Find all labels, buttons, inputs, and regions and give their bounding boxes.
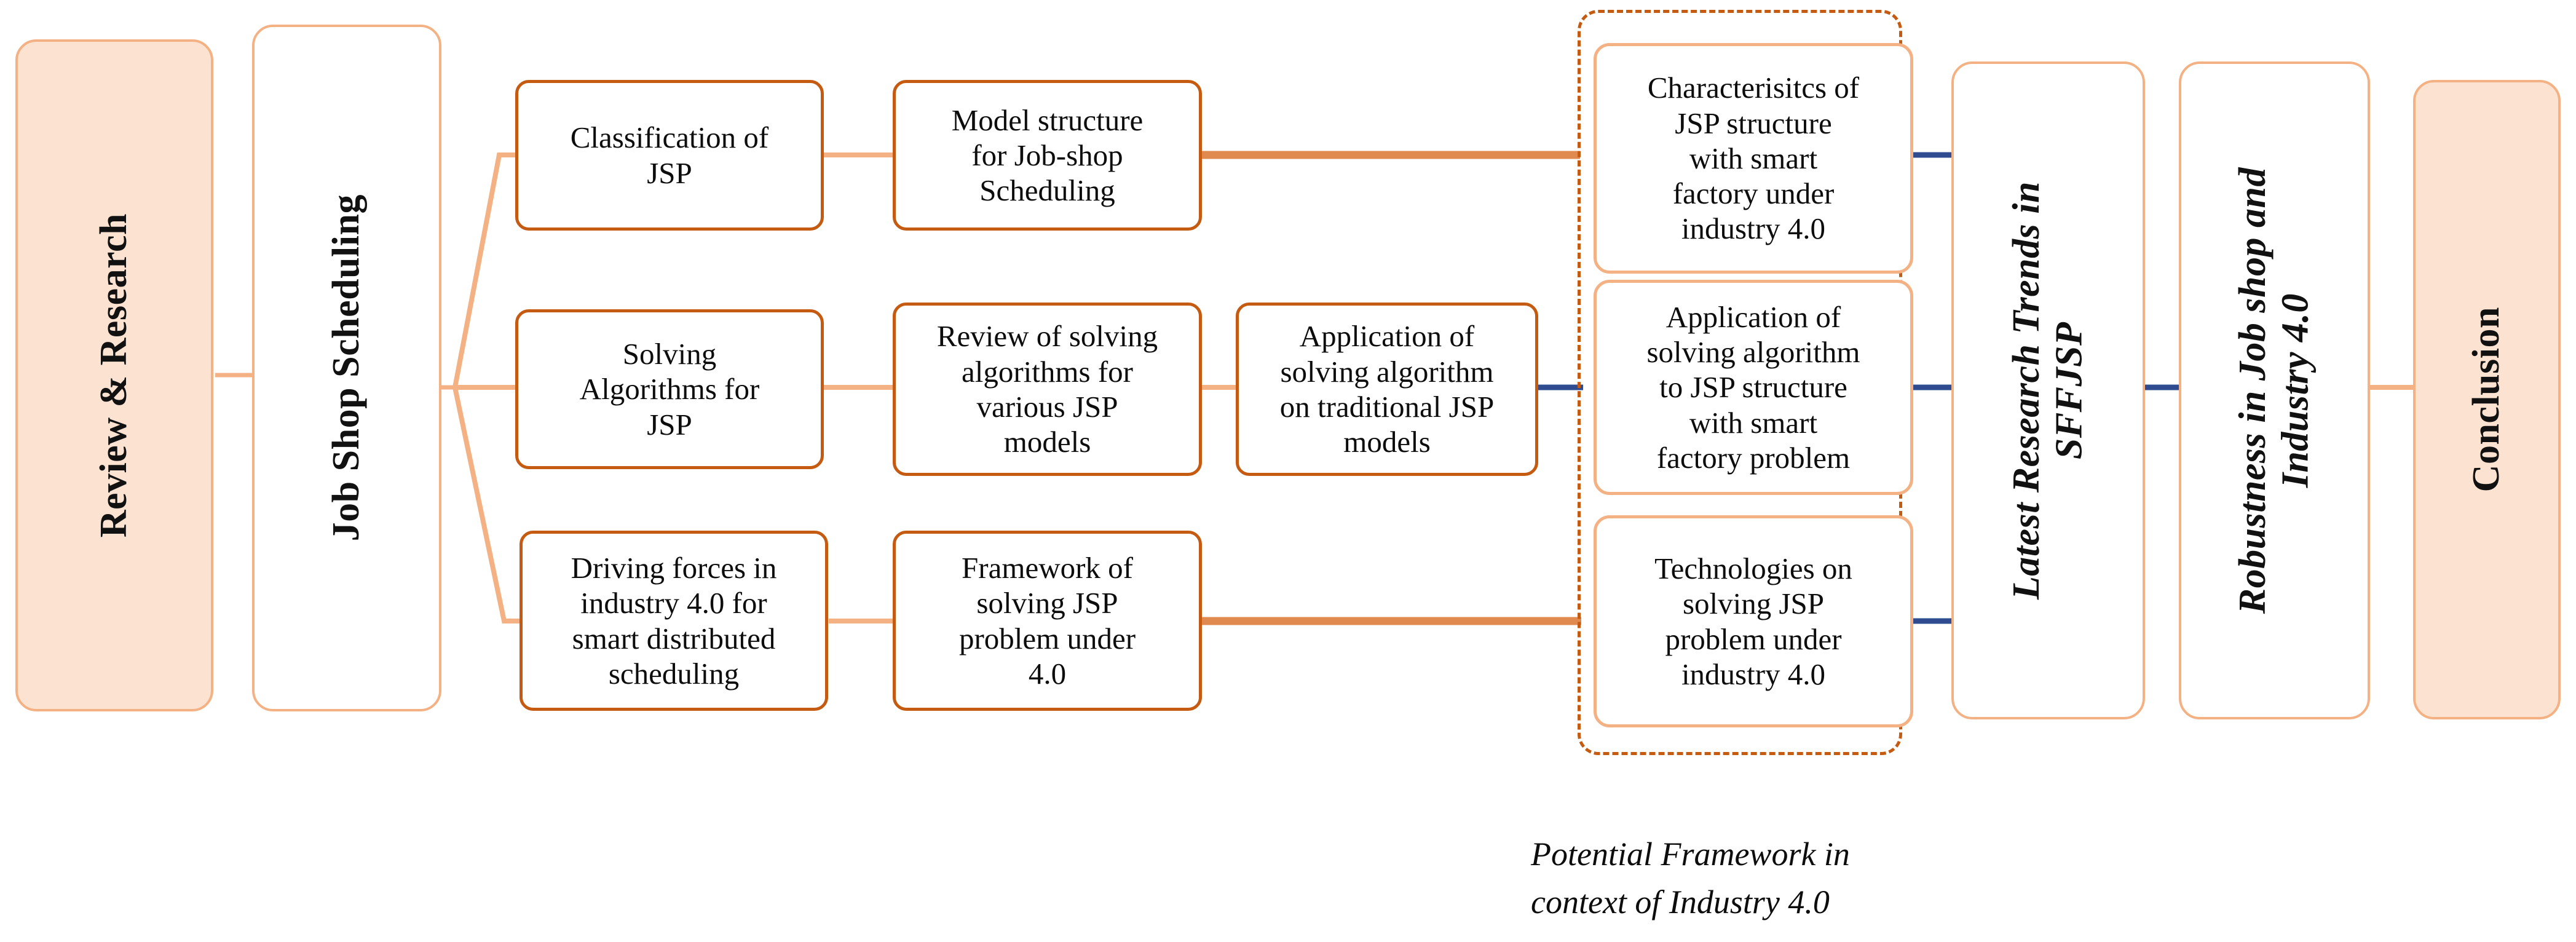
pillar-robustness-label: Robustness in Job shop and Industry 4.0	[2232, 167, 2317, 614]
card-framework-solving-jsp-label: Framework of solving JSP problem under 4…	[958, 550, 1136, 691]
card-framework-solving-jsp[interactable]: Framework of solving JSP problem under 4…	[893, 531, 1202, 711]
potential-framework-caption: Potential Framework in context of Indust…	[1531, 836, 1850, 921]
pillar-job-shop-scheduling[interactable]: Job Shop Scheduling	[252, 25, 441, 711]
pillar-latest-research-trends-label: Latest Research Trends in SFFJSP	[2005, 181, 2090, 600]
card-technologies-solving-jsp-label: Technologies on solving JSP problem unde…	[1654, 551, 1852, 691]
card-driving-forces-industry40-label: Driving forces in industry 4.0 for smart…	[571, 550, 777, 691]
card-classification-of-jsp-label: Classification of JSP	[570, 121, 769, 190]
card-review-of-solving-algorithms[interactable]: Review of solving algorithms for various…	[893, 303, 1202, 476]
card-technologies-solving-jsp[interactable]: Technologies on solving JSP problem unde…	[1594, 515, 1913, 727]
pillar-review-and-research-label: Review & Research	[93, 213, 135, 538]
card-classification-of-jsp[interactable]: Classification of JSP	[515, 80, 824, 231]
pillar-conclusion-label: Conclusion	[2465, 307, 2508, 493]
card-solving-algorithms-for-jsp-label: Solving Algorithms for JSP	[579, 337, 760, 441]
card-application-to-jsp-smart-factory-label: Application of solving algorithm to JSP …	[1646, 299, 1860, 475]
card-characteristics-jsp-smart-factory-label: Characterisitcs of JSP structure with sm…	[1647, 71, 1860, 246]
pillar-review-and-research[interactable]: Review & Research	[15, 39, 213, 711]
card-characteristics-jsp-smart-factory[interactable]: Characterisitcs of JSP structure with sm…	[1594, 43, 1913, 274]
connector-hub-to-top	[452, 152, 515, 388]
connector-hub-to-bottom	[452, 387, 520, 623]
card-model-structure[interactable]: Model structure for Job-shop Scheduling	[893, 80, 1202, 231]
pillar-conclusion[interactable]: Conclusion	[2413, 80, 2561, 719]
pillar-latest-research-trends[interactable]: Latest Research Trends in SFFJSP	[1951, 61, 2145, 719]
card-application-to-jsp-smart-factory[interactable]: Application of solving algorithm to JSP …	[1594, 280, 1913, 495]
card-application-traditional-jsp-label: Application of solving algorithm on trad…	[1279, 319, 1495, 459]
card-model-structure-label: Model structure for Job-shop Scheduling	[951, 103, 1144, 208]
pillar-job-shop-scheduling-label: Job Shop Scheduling	[325, 194, 368, 542]
pillar-robustness[interactable]: Robustness in Job shop and Industry 4.0	[2179, 61, 2370, 719]
card-review-of-solving-algorithms-label: Review of solving algorithms for various…	[936, 319, 1158, 459]
card-solving-algorithms-for-jsp[interactable]: Solving Algorithms for JSP	[515, 309, 824, 469]
card-application-traditional-jsp[interactable]: Application of solving algorithm on trad…	[1236, 303, 1538, 476]
card-driving-forces-industry40[interactable]: Driving forces in industry 4.0 for smart…	[520, 531, 828, 711]
